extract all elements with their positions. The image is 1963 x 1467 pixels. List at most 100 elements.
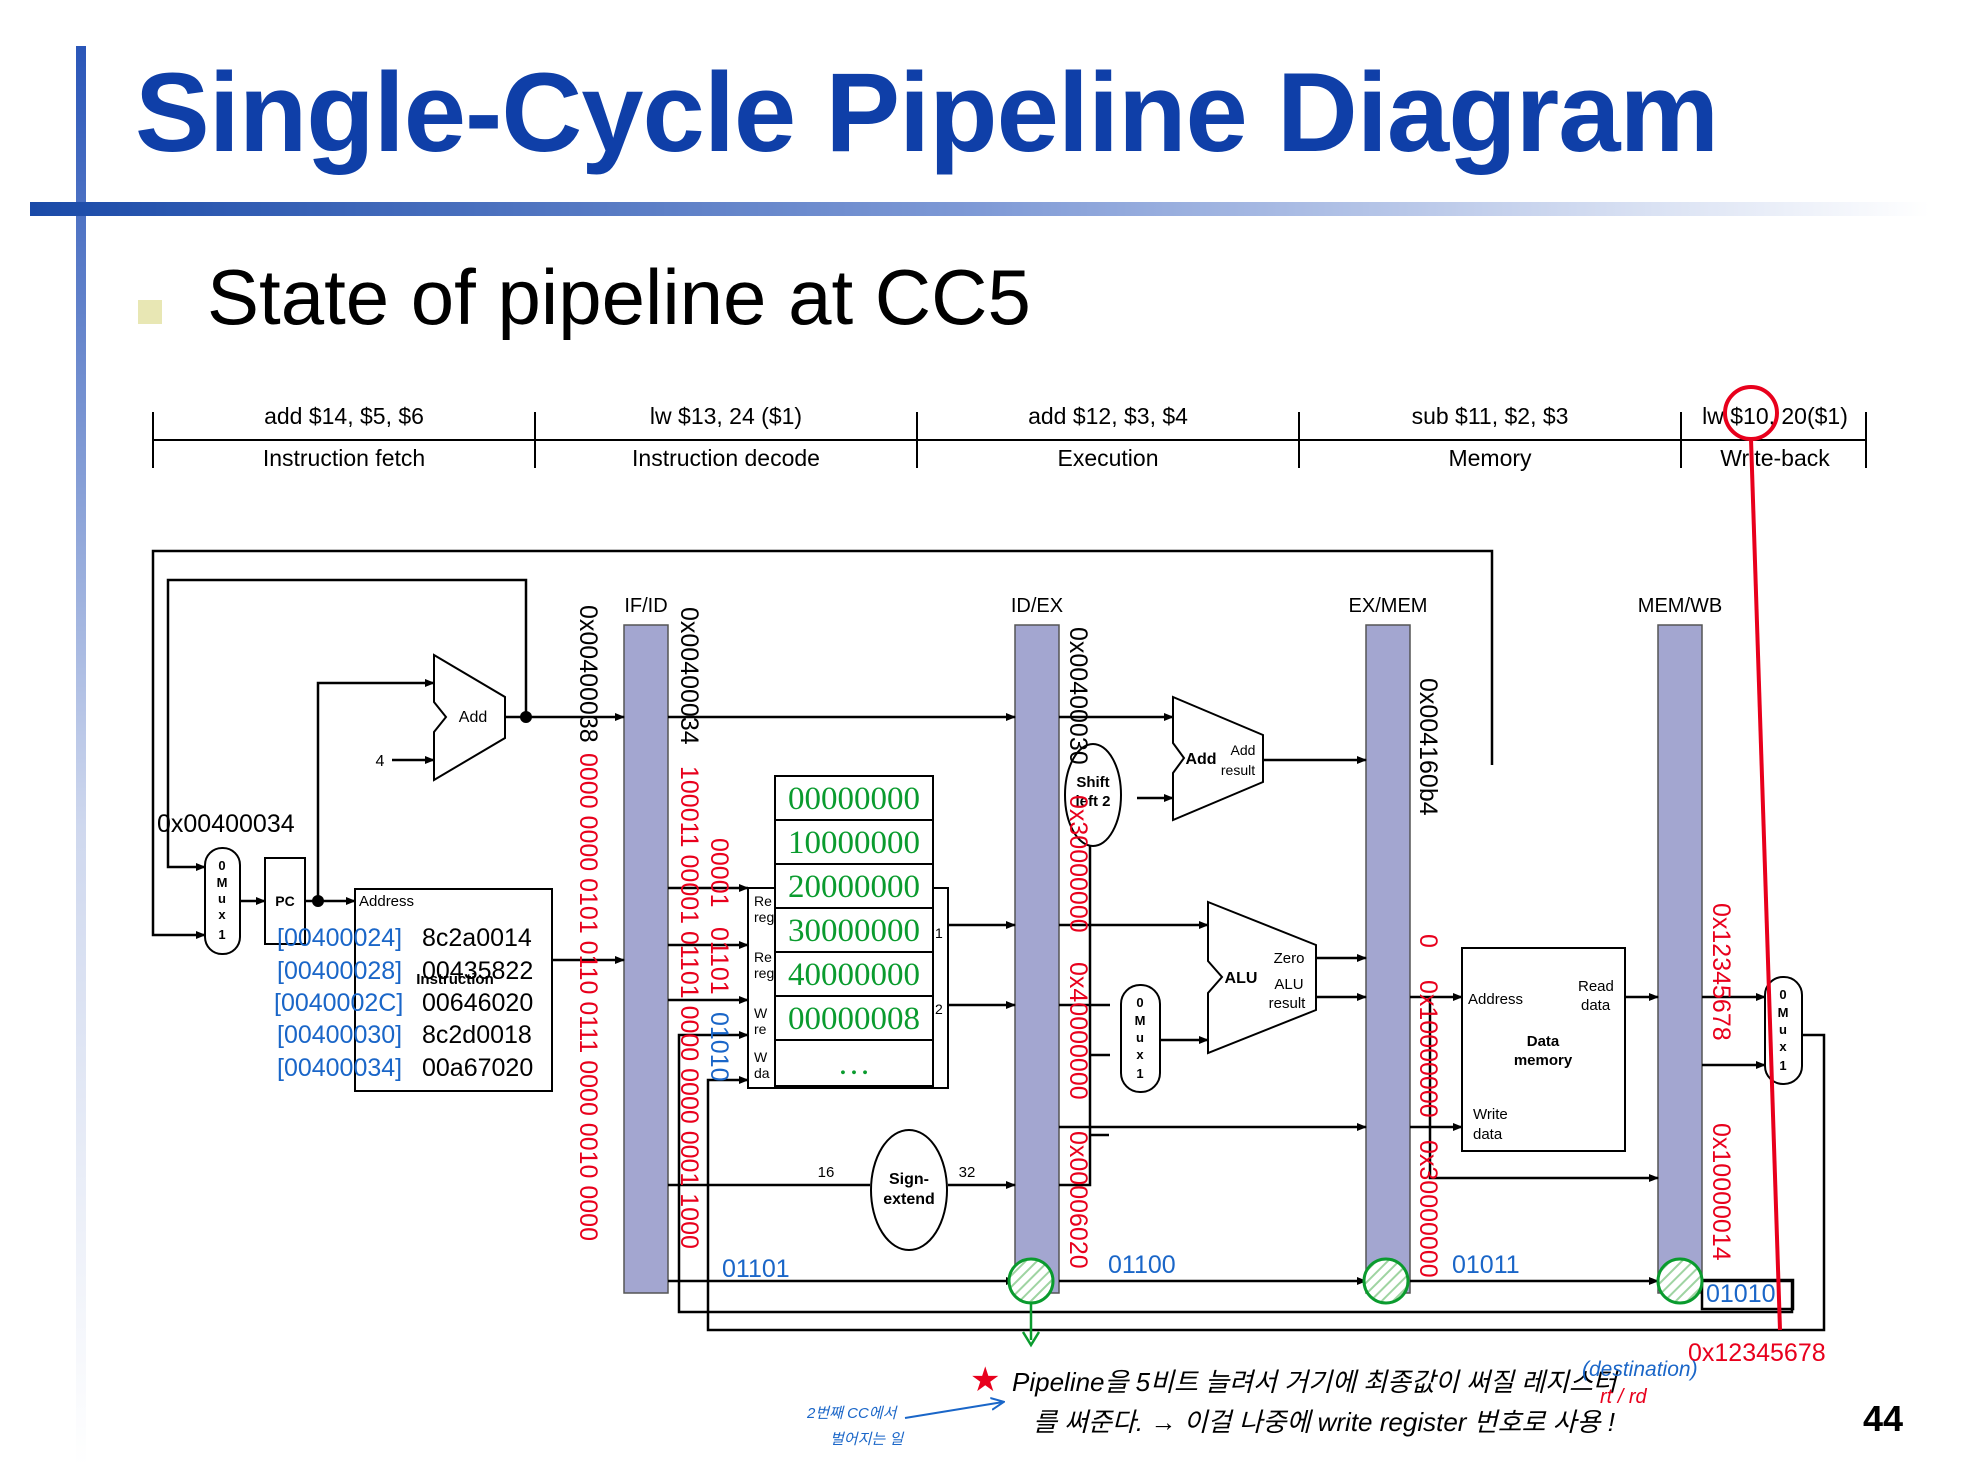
dm-label1: Data [1527, 1033, 1560, 1050]
idex-pc-value-2: 0x00400030 [1064, 627, 1092, 765]
dm-write-label2: data [1473, 1126, 1503, 1143]
alu-src-mux [1120, 984, 1161, 1093]
wb-mux-x: x [1779, 1039, 1787, 1054]
rf-read1-label: Re [754, 893, 772, 909]
alu-mux-x: x [1136, 1047, 1144, 1062]
annotation-side1: 2번째 CC에서 [806, 1405, 899, 1422]
pc-value: 0x00400034 [157, 810, 295, 838]
stage-if-name: Instruction fetch [263, 445, 425, 471]
register-values-table [774, 775, 934, 1087]
wb-dest-box [1700, 1278, 1795, 1311]
rf-reg1-label: reg [754, 909, 774, 925]
green-pointer-head [1021, 1331, 1041, 1348]
sign-extend-label2: extend [883, 1191, 935, 1208]
alu-result-label1: ALU [1274, 976, 1303, 993]
imem-val-2: 00646020 [422, 989, 533, 1017]
stage-mem-instr: sub $11, $2, $3 [1412, 403, 1569, 429]
idex-instruction-bits: 100011 00001 01101 0000 0000 0001 1000 [675, 766, 703, 1249]
branch-adder [1172, 695, 1264, 822]
reg-value-3: 30000000 [788, 913, 920, 949]
stage-ex-name: Execution [1057, 445, 1158, 471]
imem-val-4: 00a67020 [422, 1054, 533, 1082]
vertical-value-labels: 0x00400038 0000 0000 0101 0110 0111 0000… [574, 605, 1735, 1278]
stage-if-instr: add $14, $5, $6 [264, 403, 424, 429]
pc-mux-0: 0 [218, 858, 225, 873]
add-result-label2: result [1221, 762, 1255, 778]
dm-address-label: Address [1468, 991, 1523, 1008]
sign-extend-label1: Sign- [889, 1171, 929, 1188]
imem-addr-1: [00400028] [277, 957, 402, 985]
reg-value-6: … [838, 1046, 871, 1082]
dm-read-label1: Read [1578, 978, 1614, 995]
bullet-marker [138, 300, 162, 324]
imem-val-1: 00435822 [422, 957, 533, 985]
pc-mux-u: u [218, 891, 226, 906]
rs-bits: 00001 [705, 838, 733, 908]
ifid-pc4-value: 0x00400038 [574, 605, 602, 743]
alu [1207, 900, 1317, 1055]
stage-mem-name: Memory [1448, 445, 1532, 471]
imem-instruction-label: Instruction [416, 971, 494, 988]
pipeline-registers [623, 624, 1703, 1294]
branch-add-label: Add [1185, 751, 1216, 768]
reg-value-5: 00000008 [788, 1001, 920, 1037]
memwb-dest-highlight [1656, 1257, 1704, 1305]
imem-val-3: 8c2d0018 [422, 1021, 532, 1049]
alu-mux-1: 1 [1136, 1066, 1143, 1081]
rf-data1-label: 1 [935, 925, 943, 941]
memwb-read-value: 0x12345678 [1707, 903, 1735, 1041]
title-underline-bar [30, 202, 1930, 216]
rt-bits: 01101 [705, 927, 733, 995]
pc-register [264, 857, 306, 945]
memwb-label: MEM/WB [1638, 595, 1722, 617]
reg-value-1: 10000000 [788, 825, 920, 861]
annotation-destination: (destination) [1582, 1358, 1698, 1381]
dest-reg-exmem: 01100 [1108, 1251, 1176, 1279]
star-mark: ★ [970, 1361, 1000, 1399]
pc-adder [433, 653, 506, 782]
pc-mux-m: M [217, 875, 228, 890]
reg-value-2: 20000000 [788, 869, 920, 905]
shift-left-2 [1064, 743, 1122, 847]
sign-extend [870, 1129, 948, 1251]
page-number: 44 [1863, 1398, 1904, 1439]
imem-val-0: 8c2a0014 [422, 924, 532, 952]
rf-reg3-label: re [754, 1021, 767, 1037]
alu-mux-u: u [1136, 1030, 1144, 1045]
dest-reg-wb: 01010 [1706, 1280, 1776, 1308]
dm-write-label1: Write [1473, 1106, 1508, 1123]
rf-write1-label: W [754, 1005, 768, 1021]
idex-reg-value-1: 0x30000000 [1064, 795, 1092, 933]
pc-adder-label: Add [459, 709, 487, 726]
rf-data-label: da [754, 1065, 770, 1081]
idex-label: ID/EX [1011, 595, 1063, 617]
stage-id-name: Instruction decode [632, 445, 820, 471]
alu-result-label2: result [1269, 995, 1307, 1012]
rd-bits: 01010 [705, 1012, 733, 1082]
alu-zero-label: Zero [1274, 950, 1305, 967]
wb-value: 0x12345678 [1688, 1339, 1826, 1367]
idex-imm-value: 0x00006020 [1064, 1131, 1092, 1269]
stage-id-instr: lw $13, 24 ($1) [650, 403, 802, 429]
page-title: Single-Cycle Pipeline Diagram [135, 50, 1719, 175]
pc-mux-x: x [218, 907, 226, 922]
idex-register [1014, 624, 1060, 1294]
annotation-arrow [904, 1402, 1003, 1419]
dest-reg-idex: 01101 [722, 1255, 790, 1283]
wb-dest-red-line [1749, 438, 1782, 1331]
pc-mux [204, 847, 241, 955]
reg-value-0: 00000000 [788, 781, 920, 817]
dest-reg-highlights [1007, 1257, 1704, 1305]
exmem-register [1365, 624, 1411, 1294]
dm-label2: memory [1514, 1052, 1573, 1069]
rf-write2-label: W [754, 1049, 768, 1065]
exmem-alu-value: 0x10000000 [1414, 980, 1442, 1118]
shift-label1: Shift [1076, 774, 1109, 791]
data-memory [1461, 947, 1626, 1152]
wb-mux-m: M [1778, 1005, 1789, 1020]
alu-label: ALU [1225, 970, 1258, 987]
memwb-alu-value: 0x10000014 [1707, 1123, 1735, 1261]
idex-pc-value: 0x00400034 [675, 607, 703, 745]
